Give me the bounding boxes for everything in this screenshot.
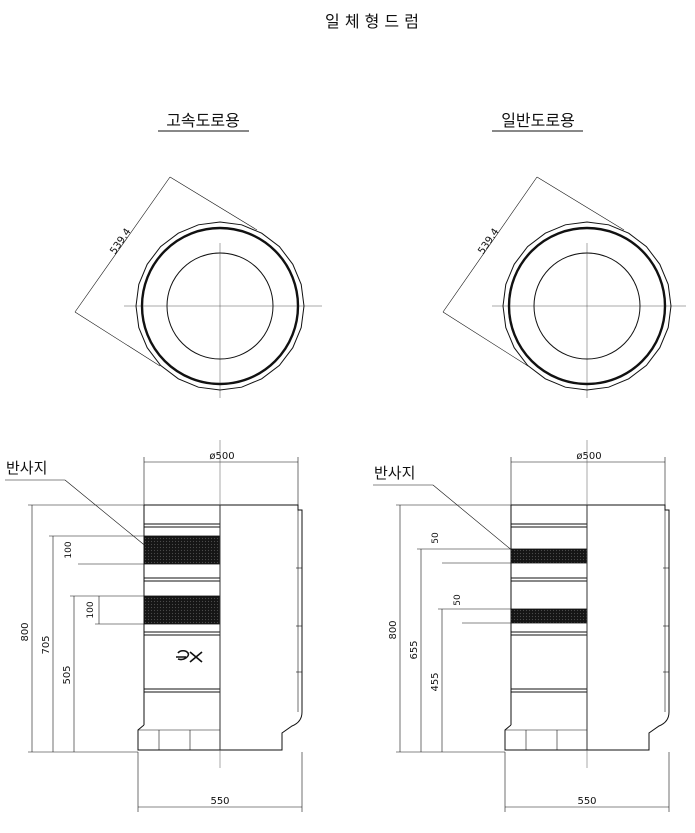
left-diameter-ext-top xyxy=(169,176,258,231)
left-reflector-band-lower xyxy=(143,595,221,625)
right-top-outer-rim xyxy=(502,221,672,391)
right-reflector-label: 반사지 xyxy=(374,464,415,482)
drawing-title: 일 체 형 드 럼 xyxy=(325,12,419,31)
right-reflector-band-lower xyxy=(510,608,588,624)
left-band-upper-label: 100 xyxy=(64,541,74,558)
left-diameter-ext-bottom xyxy=(74,311,161,367)
left-dim-lower-label: 505 xyxy=(62,665,73,684)
right-diameter-label: 539.4 xyxy=(476,227,501,257)
right-band-upper-label: 50 xyxy=(431,532,441,544)
right-band-lower-label: 50 xyxy=(453,594,463,606)
left-front-view: ø500 반사지 550 xyxy=(5,440,303,812)
right-reflector-band-upper xyxy=(510,548,588,564)
right-diameter-ext-bottom xyxy=(442,311,529,367)
left-top-outer-rim xyxy=(135,221,305,391)
right-diameter-ext-top xyxy=(536,176,625,231)
right-bottom-width-label: 550 xyxy=(577,796,596,807)
left-diameter-dim-line xyxy=(74,176,171,313)
right-dim-upper-label: 655 xyxy=(409,640,420,659)
left-drum-section-right xyxy=(219,504,303,751)
right-drum-base xyxy=(504,724,587,751)
right-heading: 일반도로용 xyxy=(501,111,575,130)
left-reflector-band-upper xyxy=(143,535,221,565)
left-drum-base xyxy=(137,724,220,751)
ex-logo-icon xyxy=(176,649,203,663)
right-dim-lower-label: 455 xyxy=(430,672,441,691)
left-reflector-label: 반사지 xyxy=(6,459,47,477)
left-dim-total-label: 800 xyxy=(20,622,31,641)
right-dim-total-label: 800 xyxy=(388,620,399,639)
left-top-drum-rim xyxy=(140,226,300,386)
right-top-inner-opening xyxy=(533,252,641,360)
left-heading: 고속도로용 xyxy=(166,111,240,130)
right-diameter-dim-line xyxy=(442,176,538,313)
right-front-view: ø500 반사지 550 800 655 xyxy=(373,440,670,812)
left-top-view: 고속도로용 539.4 xyxy=(74,111,322,398)
right-top-width-label: ø500 xyxy=(576,451,601,462)
left-diameter-label: 539.4 xyxy=(108,227,133,257)
right-top-view: 일반도로용 539.4 xyxy=(442,111,686,398)
left-dim-upper-label: 705 xyxy=(41,635,52,654)
left-top-inner-opening xyxy=(166,252,274,360)
left-bottom-width-label: 550 xyxy=(210,796,229,807)
left-top-width-label: ø500 xyxy=(209,451,234,462)
right-top-drum-rim xyxy=(507,226,667,386)
right-drum-section-right xyxy=(586,504,670,751)
right-reflector-leader xyxy=(432,484,515,553)
left-reflector-leader xyxy=(64,479,149,549)
left-band-lower-label: 100 xyxy=(86,601,96,618)
